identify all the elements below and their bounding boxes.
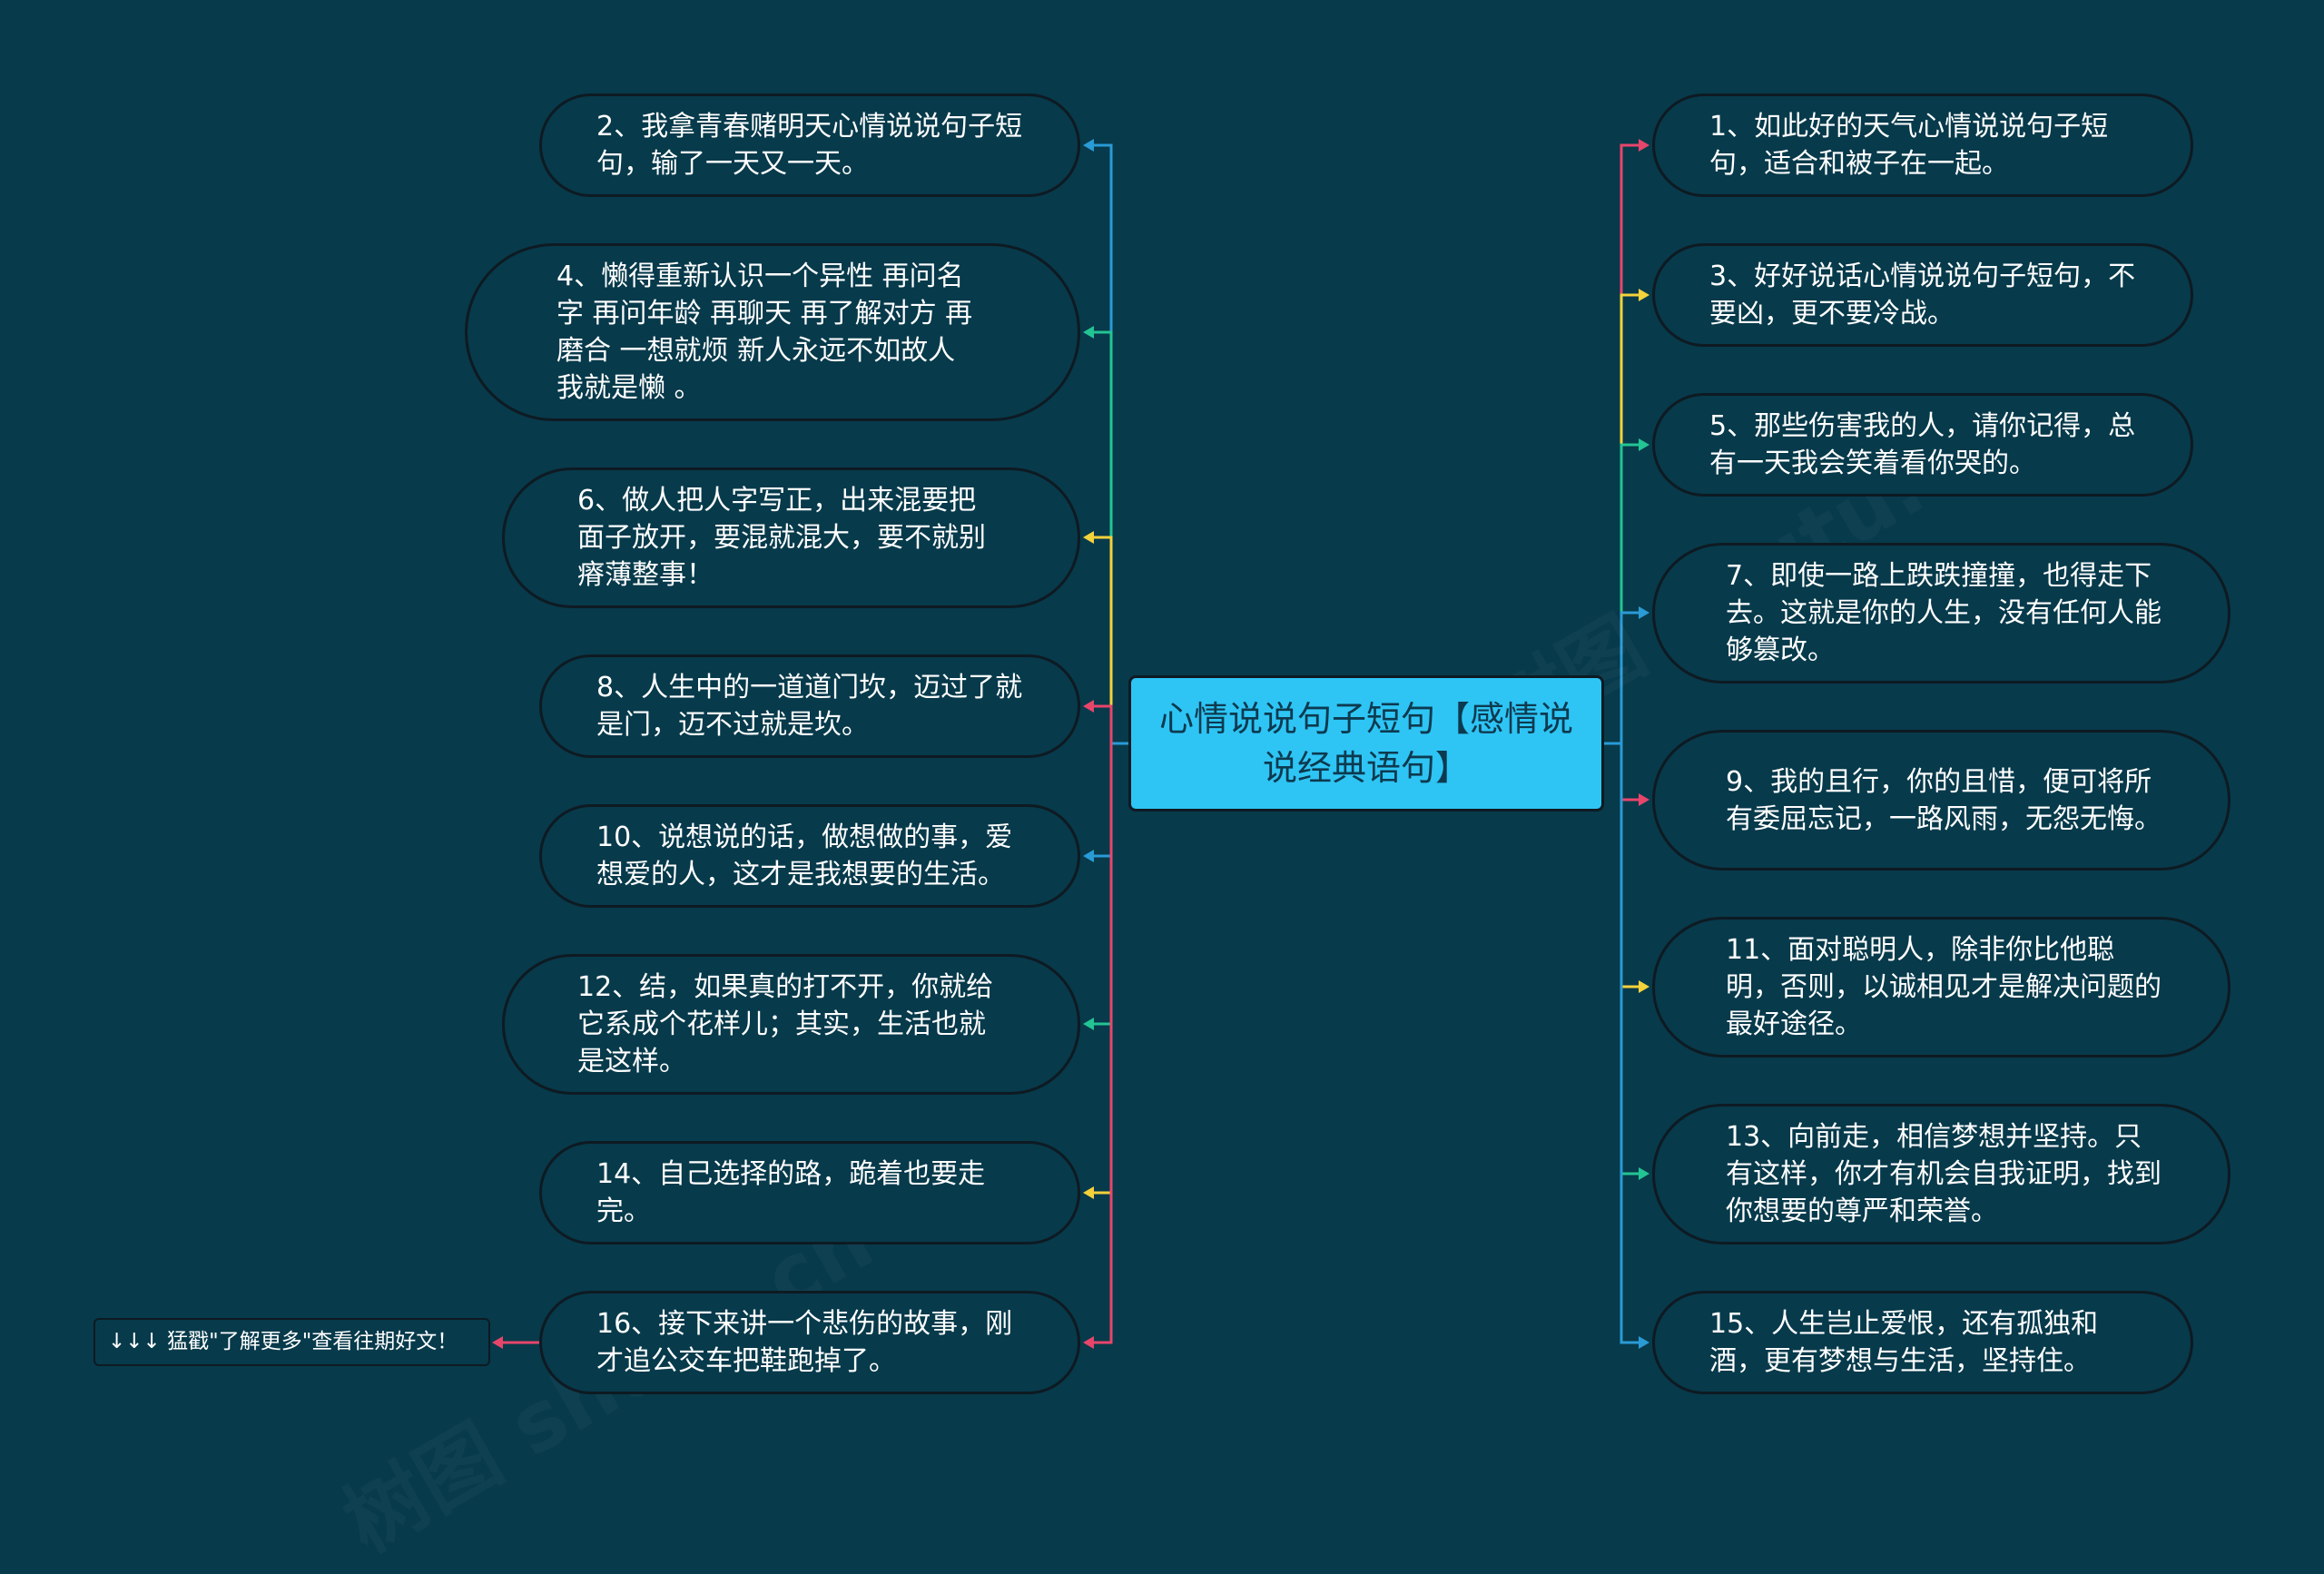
- left-node-12[interactable]: 12、结，如果真的打不开，你就给它系成个花样儿；其实，生活也就是这样。: [502, 954, 1080, 1095]
- right-node-9[interactable]: 9、我的且行，你的且惜，便可将所有委屈忘记，一路风雨，无怨无悔。: [1652, 730, 2230, 871]
- connector-left: [1092, 704, 1113, 743]
- node-text: 5、那些伤害我的人，请你记得，总有一天我会笑着看你哭的。: [1709, 410, 2136, 479]
- node-text: 12、结，如果真的打不开，你就给它系成个花样儿；其实，生活也就是这样。: [577, 971, 994, 1077]
- right-node-13[interactable]: 13、向前走，相信梦想并坚持。只有这样，你才有机会自我证明，找到你想要的尊严和荣…: [1652, 1104, 2230, 1244]
- node-text: 2、我拿青春赌明天心情说说句子短句，输了一天又一天。: [596, 111, 1023, 180]
- node-text: 11、面对聪明人，除非你比他聪明，否则，以诚相见才是解决问题的最好途径。: [1726, 934, 2162, 1040]
- left-node-16[interactable]: 16、接下来讲一个悲伤的故事，刚才追公交车把鞋跑掉了。: [539, 1291, 1080, 1394]
- node-text: 4、懒得重新认识一个异性 再问名字 再问年龄 再聊天 再了解对方 再磨合 一想就…: [556, 261, 973, 404]
- connector-arrowhead: [1639, 139, 1649, 152]
- right-node-1[interactable]: 1、如此好的天气心情说说句子短句，适合和被子在一起。: [1652, 93, 2193, 197]
- connector-left: [1092, 743, 1113, 858]
- connector-arrowhead: [492, 1336, 503, 1349]
- left-node-4[interactable]: 4、懒得重新认识一个异性 再问名字 再问年龄 再聊天 再了解对方 再磨合 一想就…: [465, 243, 1080, 421]
- central-topic-title: 心情说说句子短句【感情说说经典语句】: [1158, 699, 1573, 788]
- connector-arrowhead: [1083, 326, 1094, 339]
- connector-arrowhead: [1083, 700, 1094, 713]
- connector-left: [1092, 143, 1113, 743]
- connector-right: [1620, 611, 1640, 743]
- connector-arrowhead: [1639, 438, 1649, 451]
- connector-arrowhead: [1083, 531, 1094, 544]
- more-articles-tip[interactable]: ↓↓↓ 猛戳"了解更多"查看往期好文！: [94, 1318, 490, 1366]
- connector-left: [1092, 743, 1113, 1344]
- node-text: 14、自己选择的路，跪着也要走完。: [596, 1158, 986, 1227]
- connector-arrowhead: [1083, 1018, 1094, 1030]
- connector-arrowhead: [1083, 1186, 1094, 1199]
- connector-left: [1092, 536, 1113, 743]
- right-node-3[interactable]: 3、好好说话心情说说句子短句，不要凶，更不要冷战。: [1652, 243, 2193, 347]
- connector-right: [1620, 743, 1640, 802]
- connector-arrowhead: [1083, 139, 1094, 152]
- node-text: 7、即使一路上跌跌撞撞，也得走下去。这就是你的人生，没有任何人能够篡改。: [1726, 560, 2162, 666]
- node-text: 10、说想说的话，做想做的事，爱想爱的人，这才是我想要的生活。: [596, 821, 1013, 890]
- node-text: 13、向前走，相信梦想并坚持。只有这样，你才有机会自我证明，找到你想要的尊严和荣…: [1726, 1121, 2162, 1227]
- right-node-7[interactable]: 7、即使一路上跌跌撞撞，也得走下去。这就是你的人生，没有任何人能够篡改。: [1652, 543, 2230, 684]
- connector-right: [1620, 443, 1640, 743]
- connector-arrowhead: [1083, 1336, 1094, 1349]
- node-text: 1、如此好的天气心情说说句子短句，适合和被子在一起。: [1709, 111, 2109, 180]
- connector-left: [1092, 743, 1113, 1195]
- connector-arrowhead: [1639, 1336, 1649, 1349]
- connector-arrowhead: [1639, 606, 1649, 619]
- connector-arrowhead: [1639, 980, 1649, 993]
- node-text: 3、好好说话心情说说句子短句，不要凶，更不要冷战。: [1709, 261, 2136, 330]
- node-text: 9、我的且行，你的且惜，便可将所有委屈忘记，一路风雨，无怨无悔。: [1726, 765, 2162, 835]
- connector-arrowhead: [1083, 850, 1094, 862]
- connector-arrowhead: [1639, 793, 1649, 806]
- connector-left: [1092, 743, 1113, 1026]
- left-node-10[interactable]: 10、说想说的话，做想做的事，爱想爱的人，这才是我想要的生活。: [539, 804, 1080, 908]
- left-node-14[interactable]: 14、自己选择的路，跪着也要走完。: [539, 1141, 1080, 1244]
- connector-lines: [492, 139, 1649, 1349]
- connector-right: [1620, 293, 1640, 743]
- left-node-6[interactable]: 6、做人把人字写正，出来混要把面子放开，要混就混大，要不就别瘠薄整事！: [502, 467, 1080, 608]
- node-text: 16、接下来讲一个悲伤的故事，刚才追公交车把鞋跑掉了。: [596, 1308, 1013, 1377]
- node-text: 6、做人把人字写正，出来混要把面子放开，要混就混大，要不就别瘠薄整事！: [577, 485, 986, 591]
- connector-right: [1620, 743, 1640, 1344]
- connector-arrowhead: [1639, 1167, 1649, 1180]
- node-text: 15、人生岂止爱恨，还有孤独和酒，更有梦想与生活，坚持住。: [1709, 1308, 2099, 1377]
- node-text: 8、人生中的一道道门坎，迈过了就是门，迈不过就是坎。: [596, 672, 1023, 741]
- central-topic[interactable]: 心情说说句子短句【感情说说经典语句】: [1128, 675, 1604, 812]
- connector-arrowhead: [1639, 289, 1649, 301]
- connector-right: [1620, 743, 1640, 989]
- right-node-15[interactable]: 15、人生岂止爱恨，还有孤独和酒，更有梦想与生活，坚持住。: [1652, 1291, 2193, 1394]
- left-node-2[interactable]: 2、我拿青春赌明天心情说说句子短句，输了一天又一天。: [539, 93, 1080, 197]
- tip-text: ↓↓↓ 猛戳"了解更多"查看往期好文！: [108, 1330, 458, 1353]
- right-node-11[interactable]: 11、面对聪明人，除非你比他聪明，否则，以诚相见才是解决问题的最好途径。: [1652, 917, 2230, 1058]
- connector-right: [1620, 743, 1640, 1176]
- left-node-8[interactable]: 8、人生中的一道道门坎，迈过了就是门，迈不过就是坎。: [539, 654, 1080, 758]
- right-node-5[interactable]: 5、那些伤害我的人，请你记得，总有一天我会笑着看你哭的。: [1652, 393, 2193, 497]
